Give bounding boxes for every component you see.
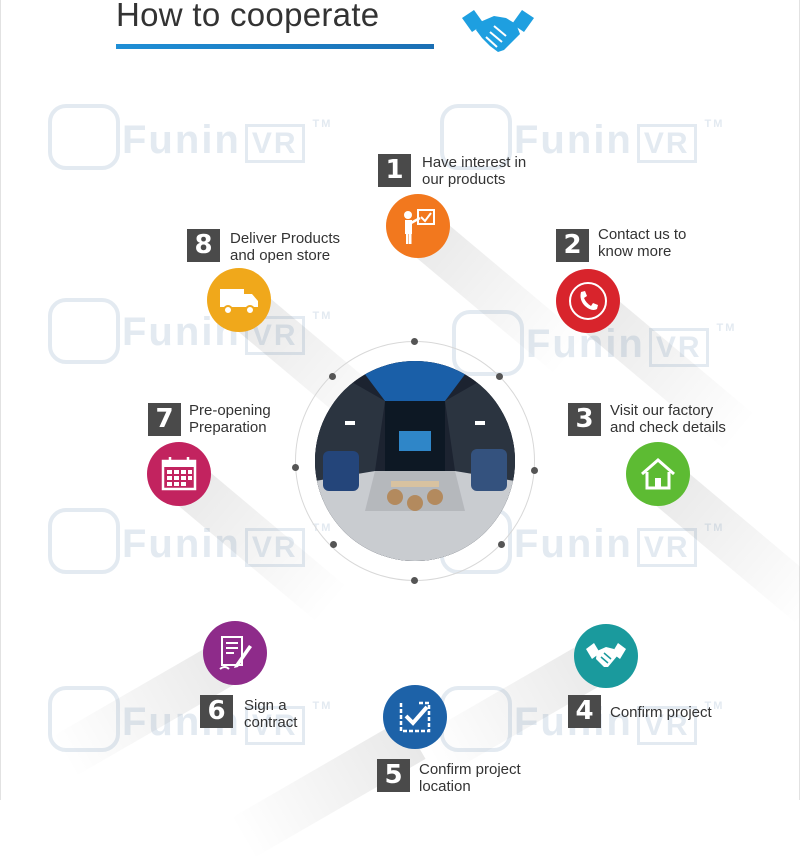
step-4-icon-circle[interactable] bbox=[574, 624, 638, 688]
ring-dot bbox=[411, 577, 418, 584]
house-icon bbox=[641, 458, 675, 490]
checkbox-icon bbox=[399, 701, 431, 733]
step-number-1: 1 bbox=[378, 154, 411, 187]
step-number-4: 4 bbox=[568, 695, 601, 728]
step-number-6: 6 bbox=[200, 695, 233, 728]
ring-dot bbox=[411, 338, 418, 345]
step-label-5: Confirm project location bbox=[419, 761, 521, 795]
calendar-icon bbox=[161, 457, 197, 491]
contract-signing-icon bbox=[219, 636, 252, 670]
step-3-icon-circle[interactable] bbox=[626, 442, 690, 506]
step-label-3: Visit our factory and check details bbox=[610, 402, 726, 436]
ring-dot bbox=[498, 541, 505, 548]
presenter-board-icon bbox=[404, 209, 435, 244]
step-number-8: 8 bbox=[187, 229, 220, 262]
vr-store-photo bbox=[315, 361, 515, 561]
step-2-icon-circle[interactable] bbox=[556, 269, 620, 333]
page-title: How to cooperate bbox=[116, 0, 380, 33]
step-number-2: 2 bbox=[556, 229, 589, 262]
step-label-8: Deliver Products and open store bbox=[230, 230, 341, 264]
step-number-7: 7 bbox=[148, 403, 181, 436]
step-7-icon-circle[interactable] bbox=[147, 442, 211, 506]
step-label-1: Have interest in our products bbox=[422, 154, 527, 188]
step-1-icon-circle[interactable] bbox=[386, 194, 450, 258]
handshake-icon bbox=[462, 10, 534, 52]
step-8-icon-circle[interactable] bbox=[207, 268, 271, 332]
step-number-3: 3 bbox=[568, 403, 601, 436]
ring-dot bbox=[330, 541, 337, 548]
step-label-7: Pre-opening Preparation bbox=[189, 402, 271, 436]
step-label-2: Contact us to know more bbox=[598, 226, 687, 260]
title-underline bbox=[116, 44, 434, 49]
phone-icon bbox=[569, 282, 607, 320]
ring-dot bbox=[292, 464, 299, 471]
ring-dot bbox=[496, 373, 503, 380]
step-6-icon-circle[interactable] bbox=[203, 621, 267, 685]
step-label-4: Confirm project bbox=[610, 704, 712, 721]
handshake-icon bbox=[586, 643, 626, 667]
truck-icon bbox=[220, 289, 258, 315]
step-5-icon-circle[interactable] bbox=[383, 685, 447, 749]
step-number-5: 5 bbox=[377, 759, 410, 792]
step-label-6: Sign a contract bbox=[244, 697, 298, 731]
ring-dot bbox=[329, 373, 336, 380]
ring-dot bbox=[531, 467, 538, 474]
